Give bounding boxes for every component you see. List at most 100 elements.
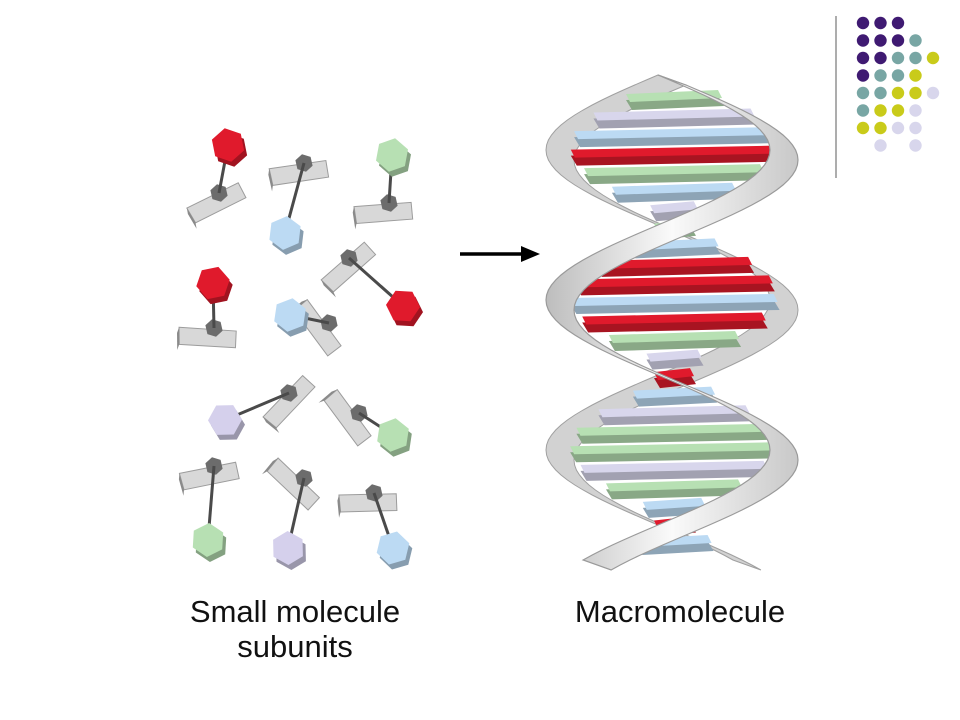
base-pair-rung <box>575 275 775 296</box>
grid-dot <box>856 51 870 65</box>
subunit-base <box>269 216 301 250</box>
rung-top <box>584 164 764 177</box>
subunit-backbone-edge <box>268 168 273 192</box>
subunit <box>337 484 413 570</box>
subunit-backbone-edge <box>178 473 184 496</box>
subunit-base <box>377 418 409 452</box>
grid-dot <box>909 34 922 47</box>
base-pair-rung <box>576 423 774 444</box>
base-pair-rung <box>582 312 768 333</box>
grid-dot <box>909 51 922 65</box>
subunit-backbone-edge <box>318 389 338 403</box>
subunit-backbone <box>178 326 237 349</box>
subunit-base <box>376 138 408 172</box>
grid-dot <box>909 121 922 135</box>
subunit-backbone-edge <box>262 458 279 475</box>
caption-left-line-1: Small molecule <box>189 594 401 629</box>
grid-dot <box>856 121 870 135</box>
grid-dot <box>926 51 940 65</box>
grid-dot <box>856 104 870 117</box>
grid-dot <box>856 16 870 30</box>
grid-dot <box>891 104 905 117</box>
base-pair-rung <box>580 460 770 481</box>
rung-top <box>650 201 698 214</box>
subunit-backbone <box>338 493 398 513</box>
grid-dot <box>891 86 905 100</box>
subunit-backbone-edge <box>263 416 280 433</box>
right-arrow-icon <box>460 246 540 262</box>
grid-dot <box>874 139 887 152</box>
subunit-backbone-edge <box>177 327 180 350</box>
base-pair-rung <box>608 331 742 352</box>
caption-macromolecule: Macromolecule <box>520 594 840 629</box>
grid-dot <box>909 104 922 117</box>
subunit-backbone-edge <box>321 279 336 298</box>
grid-dot <box>874 86 887 100</box>
rung-top <box>598 405 750 418</box>
rung-top <box>595 256 753 269</box>
subunit <box>262 457 321 570</box>
base-pair-rung <box>570 145 780 166</box>
subunit <box>186 128 248 229</box>
subunit <box>268 154 330 255</box>
rung-top <box>605 479 743 492</box>
rung-top <box>608 331 740 344</box>
subunit-base <box>196 266 230 300</box>
decorative-dot-grid <box>856 16 940 152</box>
grid-dot <box>891 16 905 30</box>
grid-dot <box>926 86 940 100</box>
rung-top <box>646 349 702 362</box>
subunit-base <box>211 128 245 162</box>
subunit <box>318 388 412 457</box>
subunit-backbone-edge <box>337 494 341 518</box>
base-pair-rung <box>595 256 755 277</box>
subunit <box>274 298 342 357</box>
caption-small-molecule-subunits: Small molecule subunits <box>150 594 440 664</box>
rung-top <box>593 108 755 121</box>
base-pair-rung <box>605 479 745 500</box>
small-molecule-subunits <box>177 128 423 570</box>
grid-dot <box>874 51 887 65</box>
macromolecule-double-helix <box>545 74 799 571</box>
subunit-base <box>274 298 306 332</box>
rung-top <box>642 497 706 510</box>
subunit-base <box>386 290 420 322</box>
base-pair-rung <box>574 127 776 148</box>
rung-top <box>570 293 778 306</box>
rung-top <box>575 275 773 288</box>
rung-top <box>611 182 737 195</box>
base-pair-rung <box>584 164 766 185</box>
rung-top <box>576 423 772 436</box>
base-pair-rung <box>593 108 757 129</box>
grid-dot <box>909 86 922 100</box>
grid-dot <box>856 86 870 100</box>
grid-dot <box>891 51 905 65</box>
grid-dot <box>874 104 887 117</box>
subunit <box>352 138 414 230</box>
subunit-backbone <box>266 457 321 511</box>
subunit-base <box>376 531 410 565</box>
base-pair-rung <box>654 368 696 389</box>
subunit <box>208 374 316 440</box>
base-pair-rung <box>598 405 752 426</box>
base-pair-rung <box>570 442 780 463</box>
helix-front-strand <box>545 74 799 571</box>
subunit-base <box>192 523 224 557</box>
rung-top <box>580 460 768 473</box>
grid-dot <box>909 69 922 82</box>
rung-top <box>570 442 778 455</box>
subunit <box>177 266 237 350</box>
base-pair-rung <box>611 182 739 203</box>
grid-dot <box>874 16 887 30</box>
grid-dot <box>891 34 905 47</box>
subunit-backbone-edge <box>186 208 197 229</box>
base-pair-rung <box>646 349 704 370</box>
subunit <box>178 457 240 562</box>
grid-dot <box>874 121 887 135</box>
subunit-base <box>273 531 303 565</box>
base-pair-rung <box>570 293 780 314</box>
grid-dot <box>856 69 870 82</box>
rung-top <box>582 312 766 325</box>
grid-dot <box>891 69 905 82</box>
